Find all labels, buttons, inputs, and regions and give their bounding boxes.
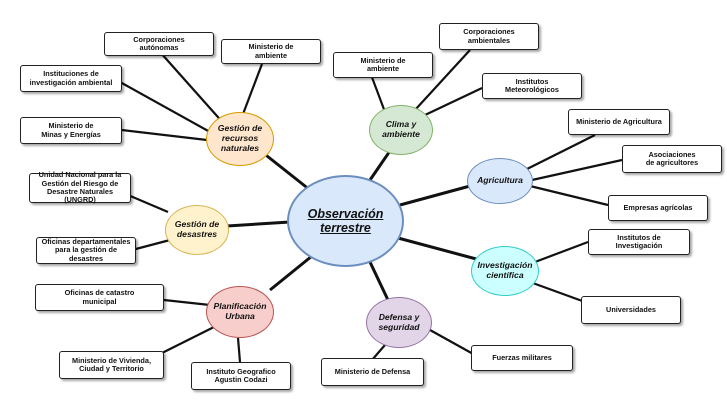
node-ministerio-defensa[interactable]: Ministerio de Defensa xyxy=(321,358,424,386)
edge-clima-1 xyxy=(368,71,387,113)
node-corporaciones-autonomas[interactable]: Corporaciones autónomas xyxy=(104,32,214,56)
edge-gestion-1 xyxy=(159,51,226,126)
edge-gestion-4 xyxy=(121,128,208,142)
node-ministerio-minas-energias[interactable]: Ministerio de Minas y Energías xyxy=(20,117,122,144)
node-ministerio-vivienda-ciudad-territorio[interactable]: Ministerio de Vivienda, Ciudad y Territo… xyxy=(59,351,164,379)
node-oficinas-catastro-municipal[interactable]: Oficinas de catastro municipal xyxy=(35,284,164,311)
center-node-observacion-terrestre[interactable]: Observación terrestre xyxy=(287,175,404,267)
node-ministerio-ambiente-clima[interactable]: Ministerio de ambiente xyxy=(333,52,433,78)
edge-agricultura-1 xyxy=(524,134,596,171)
edge-planificacion-3 xyxy=(236,337,242,363)
edge-planificacion-2 xyxy=(157,324,219,356)
theme-defensa-seguridad[interactable]: Defensa y seguridad xyxy=(366,297,432,348)
edge-center-investigacion xyxy=(397,236,481,262)
node-institutos-meteorologicos[interactable]: Institutos Meteorológicos xyxy=(482,73,582,99)
edge-investigacion-1 xyxy=(534,240,589,264)
edge-agricultura-2 xyxy=(531,158,623,182)
node-ministerio-ambiente-gestion[interactable]: Ministerio de ambiente xyxy=(221,39,321,64)
node-instituto-geografico-agustin-codazi[interactable]: Instituto Geografico Agustin Codazi xyxy=(191,362,291,390)
edge-desastres-1 xyxy=(127,193,169,214)
theme-planificacion-urbana[interactable]: Planificación Urbana xyxy=(206,286,274,338)
node-asociaciones-agricultores[interactable]: Asociaciones de agricultores xyxy=(622,145,722,173)
node-oficinas-departamentales-desastres[interactable]: Oficinas departamentales para la gestión… xyxy=(36,237,136,264)
theme-investigacion-cientifica[interactable]: Investigación científica xyxy=(471,246,539,296)
edge-defensa-1 xyxy=(371,344,386,361)
edge-clima-3 xyxy=(424,87,483,116)
node-fuerzas-militares[interactable]: Fuerzas militares xyxy=(471,345,573,371)
theme-gestion-recursos-naturales[interactable]: Gestión de recursos naturales xyxy=(206,112,274,166)
edge-center-clima xyxy=(368,147,394,181)
node-institutos-investigacion[interactable]: Institutos de Investigación xyxy=(588,229,690,255)
theme-agricultura[interactable]: Agricultura xyxy=(467,158,533,204)
edge-desastres-2 xyxy=(131,238,171,252)
node-empresas-agricolas[interactable]: Empresas agrícolas xyxy=(608,195,708,221)
edge-center-desastres xyxy=(226,220,291,228)
edge-investigacion-2 xyxy=(529,280,586,304)
edge-agricultura-3 xyxy=(529,184,609,207)
edge-center-agricultura xyxy=(399,184,471,207)
theme-gestion-desastres[interactable]: Gestión de desastres xyxy=(165,205,229,255)
node-ungrd[interactable]: Unidad Nacional para la Gestión del Ries… xyxy=(29,171,131,204)
node-universidades[interactable]: Universidades xyxy=(581,296,681,324)
edge-center-planificacion xyxy=(269,254,313,292)
node-corporaciones-ambientales[interactable]: Corporaciones ambientales xyxy=(439,23,539,50)
edge-center-defensa xyxy=(368,261,390,301)
edge-clima-2 xyxy=(414,49,471,111)
edge-center-gestion xyxy=(261,150,311,192)
edge-defensa-2 xyxy=(429,329,476,356)
theme-clima-ambiente[interactable]: Clima y ambiente xyxy=(369,105,433,155)
node-ministerio-agricultura[interactable]: Ministerio de Agricultura xyxy=(568,109,670,135)
node-instituciones-investigacion-ambiental[interactable]: Instituciones de investigación ambiental xyxy=(20,65,122,92)
edge-gestion-3 xyxy=(119,81,211,133)
edge-planificacion-1 xyxy=(163,298,211,307)
